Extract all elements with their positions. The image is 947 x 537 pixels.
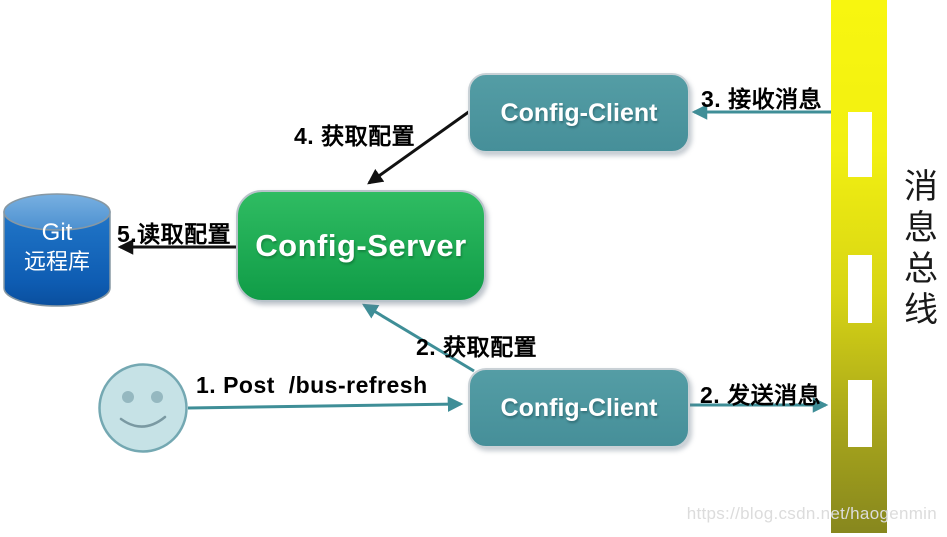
message-bus-bar [831,0,887,533]
edge-post-refresh [187,396,464,412]
bus-dash [848,380,872,447]
edge-label-receive-message: 3. 接收消息 [701,86,823,112]
edge-label-post-refresh: 1. Post /bus-refresh [196,372,428,398]
bus-label-char: 息 [904,208,938,248]
git-database-label: Git 远程库 [2,218,112,276]
git-subtitle: 远程库 [23,249,90,274]
user-node [97,362,189,454]
git-title: Git [41,219,73,246]
config-server-label: Config-Server [255,228,467,263]
bus-label-char: 总 [904,249,938,289]
database-cylinder-icon [3,193,111,307]
config-server-node: Config-Server [236,190,486,302]
config-client-bottom-node: Config-Client [468,368,690,448]
edge-label-fetch-config-top: 4. 获取配置 [294,123,416,149]
config-client-top-node: Config-Client [468,73,690,153]
bus-dash [848,112,872,177]
git-database-node: Git 远程库 [2,192,112,308]
smiley-face-icon [98,363,188,453]
config-client-bottom-label: Config-Client [500,393,658,422]
watermark: https://blog.csdn.net/haogenmin [686,504,937,523]
edge-label-send-message: 2. 发送消息 [700,382,822,408]
bus-label-char: 消 [904,167,938,207]
edge-label-fetch-config-bottom: 2. 获取配置 [416,334,538,360]
config-client-top-label: Config-Client [500,98,658,127]
edge-label-read-config: 5.读取配置 [117,221,232,247]
message-bus-label: 消 息 总 线 [899,167,943,331]
bus-label-char: 线 [904,290,938,330]
bus-dash [848,255,872,323]
